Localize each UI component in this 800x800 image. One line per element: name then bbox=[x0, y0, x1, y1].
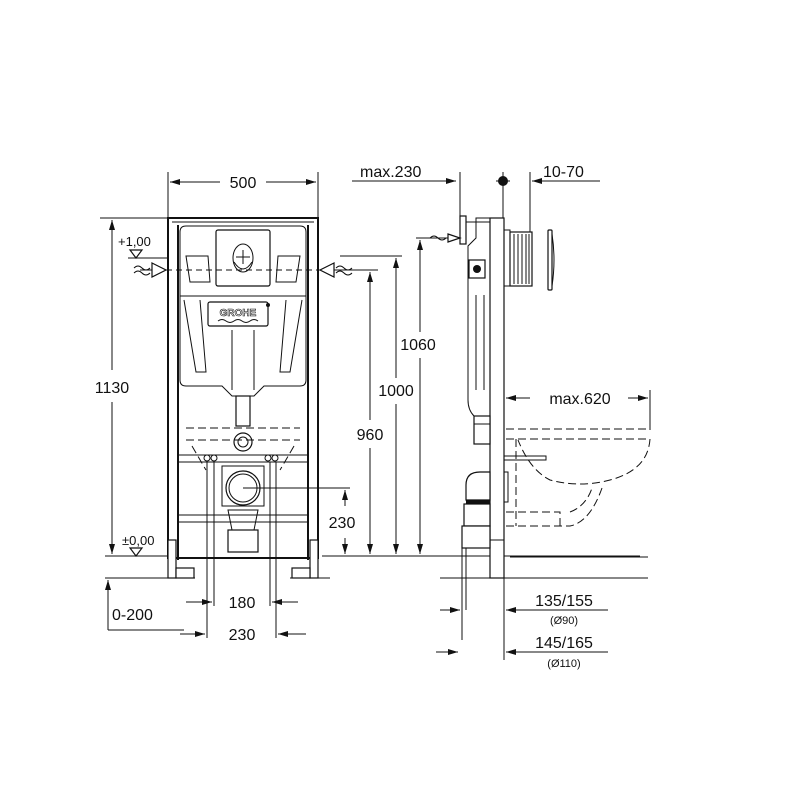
bowl-projection-label: max.620 bbox=[549, 391, 610, 408]
brand-logo: GROHE bbox=[220, 308, 257, 319]
inlet-depth-label: max.230 bbox=[360, 164, 421, 181]
floor-offset-label: 0-200 bbox=[112, 607, 153, 624]
level-top-label: +1,00 bbox=[118, 234, 151, 249]
bolt-spacing-outer-label: 230 bbox=[229, 627, 256, 644]
drain-diameter-90-label: (Ø90) bbox=[550, 615, 578, 627]
dim-1060-label: 1060 bbox=[400, 337, 436, 354]
dim-1000-label: 1000 bbox=[378, 383, 414, 400]
drain-offset-110-label: 145/165 bbox=[535, 635, 593, 652]
bolt-spacing-inner-label: 180 bbox=[229, 595, 256, 612]
level-bottom-label: ±0,00 bbox=[122, 533, 154, 548]
dim-960-label: 960 bbox=[357, 427, 384, 444]
drain-offset-90-label: 135/155 bbox=[535, 593, 593, 610]
side-view: max.230 10-70 max.620 135/155 (Ø90) bbox=[352, 164, 651, 670]
width-label: 500 bbox=[230, 175, 257, 192]
button-depth-label: 10-70 bbox=[543, 164, 584, 181]
drain-diameter-110-label: (Ø110) bbox=[547, 658, 580, 670]
drain-height-label: 230 bbox=[329, 515, 356, 532]
height-label: 1130 bbox=[95, 380, 130, 397]
front-view: GROHE bbox=[95, 172, 640, 644]
